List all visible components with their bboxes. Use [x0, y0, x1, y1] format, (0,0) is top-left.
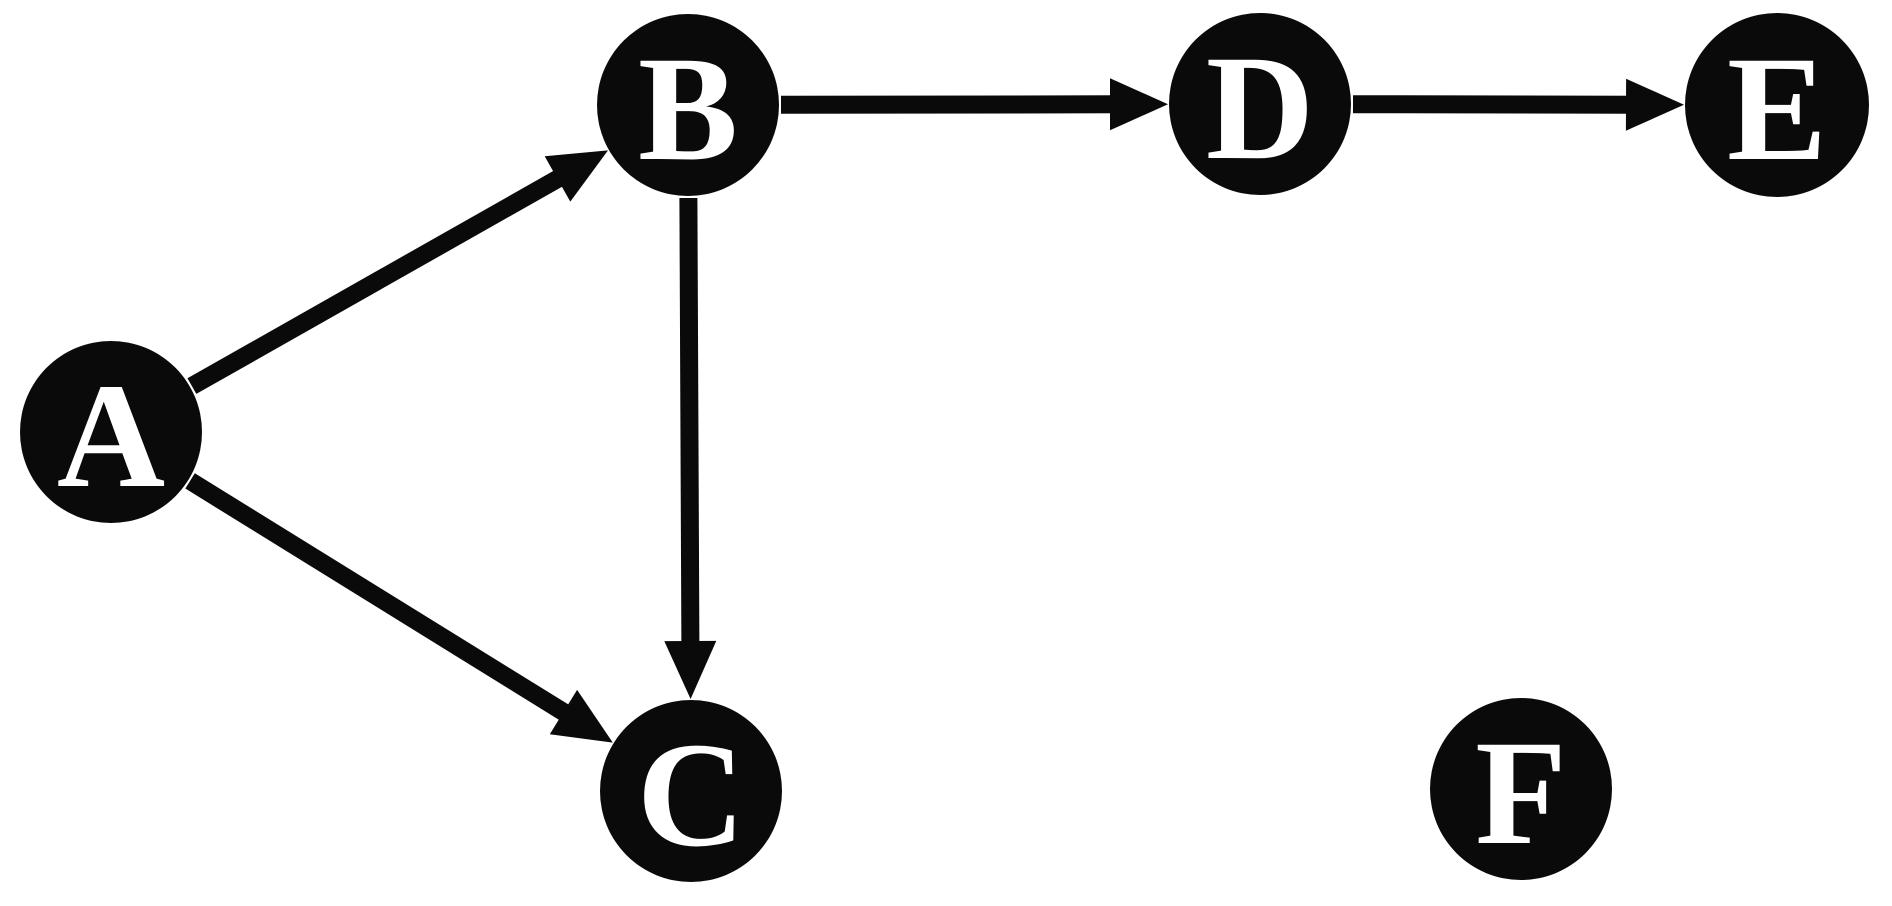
edge-shaft [1352, 95, 1633, 114]
arrow-head-icon [1625, 78, 1684, 131]
node-circle[interactable] [600, 700, 782, 882]
edge-shaft [187, 168, 568, 394]
edge-d-to-e [1352, 78, 1684, 131]
node-a[interactable]: A [20, 341, 202, 523]
node-label: D [1206, 25, 1314, 191]
edge-b-to-c [664, 197, 717, 699]
node-circle[interactable] [1430, 698, 1612, 880]
nodes-layer: A B C D E F [20, 13, 1869, 882]
node-label: A [57, 353, 165, 519]
node-f[interactable]: F [1430, 698, 1612, 880]
edge-shaft [679, 197, 700, 648]
node-label: B [638, 26, 738, 192]
node-label: C [637, 712, 745, 878]
node-c[interactable]: C [600, 700, 782, 882]
edges-layer [185, 78, 1684, 743]
node-label: E [1727, 26, 1827, 192]
node-circle[interactable] [20, 341, 202, 523]
edge-shaft [780, 95, 1117, 114]
edge-b-to-d [780, 78, 1168, 131]
arrow-head-icon [549, 689, 613, 743]
node-d[interactable]: D [1169, 13, 1351, 195]
edge-shaft [185, 473, 574, 723]
edge-a-to-c [185, 473, 613, 743]
arrow-head-icon [1110, 78, 1168, 131]
node-b[interactable]: B [597, 14, 779, 196]
node-label: F [1475, 710, 1567, 876]
arrow-head-icon [544, 150, 608, 202]
edge-a-to-b [187, 150, 608, 394]
node-circle[interactable] [1685, 13, 1869, 197]
node-e[interactable]: E [1685, 13, 1869, 197]
node-circle[interactable] [1169, 13, 1351, 195]
arrow-head-icon [664, 640, 717, 699]
node-circle[interactable] [597, 14, 779, 196]
